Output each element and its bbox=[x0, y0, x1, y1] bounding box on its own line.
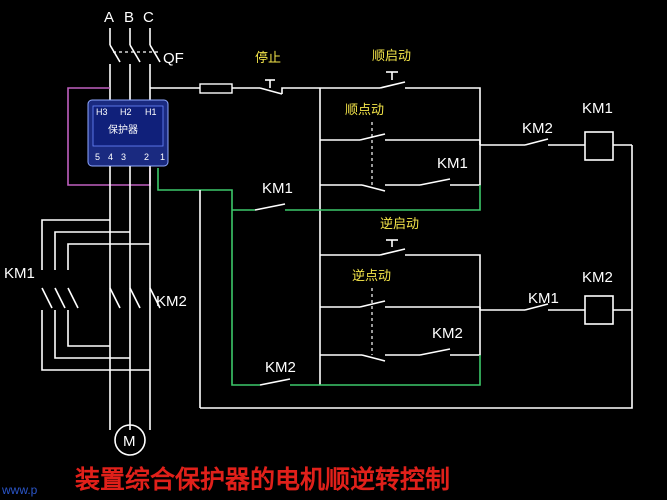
motor-label: M bbox=[123, 433, 136, 450]
km2-main-label: KM2 bbox=[156, 293, 187, 310]
km1-main-label: KM1 bbox=[4, 265, 35, 282]
watermark-text: www.p bbox=[1, 483, 38, 497]
protector-device: H3 H2 H1 保护器 5 4 3 2 1 bbox=[87, 99, 169, 167]
terminal-h2: H2 bbox=[120, 107, 132, 117]
km2-hold-label: KM2 bbox=[265, 359, 296, 376]
km2-aux-label: KM2 bbox=[432, 325, 463, 342]
reverse-start-label: 逆启动 bbox=[380, 216, 419, 232]
power-lines bbox=[109, 28, 161, 100]
phase-c-label: C bbox=[143, 9, 154, 26]
forward-start-label: 顺启动 bbox=[372, 49, 411, 64]
terminal-2: 2 bbox=[144, 152, 149, 162]
motor-symbol bbox=[114, 424, 146, 456]
terminal-4: 4 bbox=[108, 152, 113, 162]
phase-b-label: B bbox=[124, 9, 134, 26]
forward-jog-label: 顺点动 bbox=[345, 103, 384, 118]
control-circuit bbox=[150, 71, 633, 409]
terminal-5: 5 bbox=[95, 152, 100, 162]
reverse-jog-label: 逆点动 bbox=[352, 268, 391, 284]
main-contactors bbox=[41, 166, 161, 430]
km2-coil-label: KM2 bbox=[582, 269, 613, 286]
km1-hold-label: KM1 bbox=[262, 180, 293, 197]
terminal-1: 1 bbox=[160, 152, 165, 162]
diagram-title: 装置综合保护器的电机顺逆转控制 bbox=[75, 465, 450, 494]
stop-button-label: 停止 bbox=[255, 50, 281, 66]
terminal-3: 3 bbox=[121, 152, 126, 162]
breaker-label: QF bbox=[163, 50, 184, 67]
km1-aux-label: KM1 bbox=[437, 155, 468, 172]
km1-coil-label: KM1 bbox=[582, 100, 613, 117]
phase-a-label: A bbox=[104, 9, 114, 26]
km1-nc-label: KM1 bbox=[528, 290, 559, 307]
terminal-h3: H3 bbox=[96, 107, 108, 117]
km2-nc-label: KM2 bbox=[522, 120, 553, 137]
protector-name: 保护器 bbox=[108, 123, 138, 136]
terminal-h1: H1 bbox=[145, 107, 157, 117]
